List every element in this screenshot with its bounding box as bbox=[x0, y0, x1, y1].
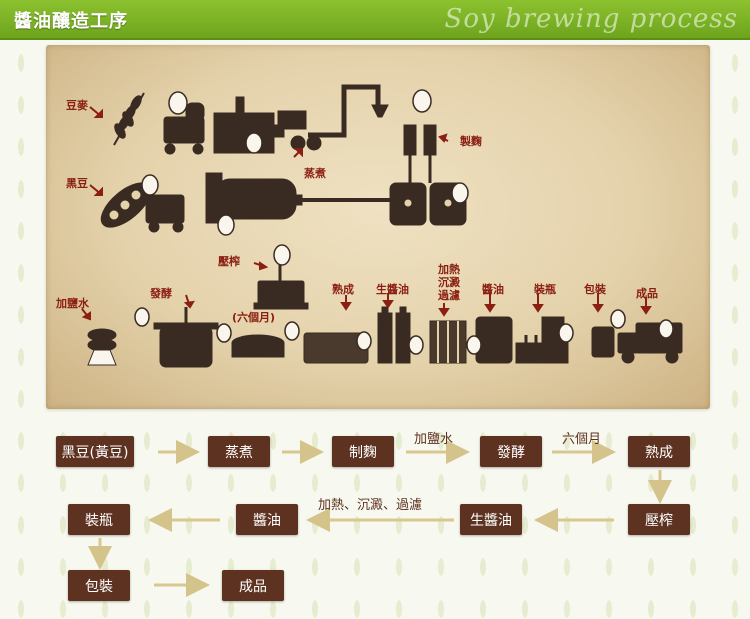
process-illustration: 豆麥 黑豆 蒸煮 製麴 壓榨 加鹽水 發酵 (六個月) 熟成 生醬油 加熱沉澱過… bbox=[46, 45, 710, 409]
step-mature: 熟成 bbox=[628, 436, 690, 467]
label-steam: 蒸煮 bbox=[304, 167, 326, 180]
label-ferment: 發酵 bbox=[150, 287, 172, 300]
step-raw-soy: 生醬油 bbox=[460, 504, 522, 535]
label-heat-filter: 加熱沉澱過濾 bbox=[438, 263, 460, 302]
step-press: 壓榨 bbox=[628, 504, 690, 535]
label-raw-soy: 生醬油 bbox=[376, 283, 409, 296]
factory-drawing bbox=[81, 84, 683, 368]
label-six-months: (六個月) bbox=[232, 311, 276, 324]
step-steam: 蒸煮 bbox=[208, 436, 270, 467]
label-soybean: 豆麥 bbox=[66, 99, 88, 112]
label-brine: 加鹽水 bbox=[56, 297, 89, 310]
label-press: 壓榨 bbox=[218, 255, 240, 268]
edge-label-heat-filter: 加熱、沉澱、過濾 bbox=[318, 498, 423, 513]
soybean-pod-icon bbox=[100, 182, 152, 228]
page-subtitle: Soy brewing process bbox=[444, 4, 738, 34]
water-jar-icon bbox=[87, 328, 117, 366]
step-package: 包裝 bbox=[68, 570, 130, 601]
step-soy-sauce: 醬油 bbox=[236, 504, 298, 535]
step-koji: 制麴 bbox=[332, 436, 394, 467]
label-package: 包裝 bbox=[584, 283, 606, 296]
header-bar: 醬油釀造工序 Soy brewing process bbox=[0, 0, 750, 40]
label-soy-sauce: 醬油 bbox=[482, 283, 504, 296]
label-mature: 熟成 bbox=[332, 283, 354, 296]
edge-label-brine: 加鹽水 bbox=[414, 432, 454, 447]
step-ferment: 發酵 bbox=[480, 436, 542, 467]
step-product: 成品 bbox=[222, 570, 284, 601]
truck-icon bbox=[617, 322, 683, 364]
page-title: 醬油釀造工序 bbox=[14, 11, 128, 32]
label-bottle: 裝瓶 bbox=[534, 283, 556, 296]
label-koji: 製麴 bbox=[460, 135, 482, 148]
label-black-bean: 黑豆 bbox=[66, 177, 88, 190]
label-product: 成品 bbox=[636, 287, 658, 300]
step-black-bean: 黑豆(黃豆) bbox=[56, 436, 134, 467]
wheat-icon bbox=[113, 92, 145, 146]
step-bottle: 裝瓶 bbox=[68, 504, 130, 535]
edge-label-six-months: 六個月 bbox=[562, 432, 602, 447]
